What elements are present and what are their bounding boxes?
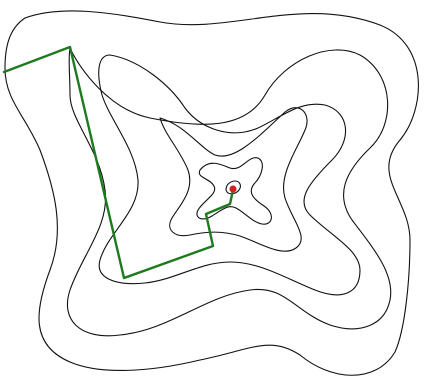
contour-line-3	[98, 54, 361, 296]
contour-lines	[4, 10, 419, 376]
contour-line-5	[196, 157, 272, 225]
contour-line-4	[159, 107, 308, 252]
contour-line-2	[66, 47, 392, 337]
contour-line-1	[4, 10, 419, 376]
route-path	[2, 45, 235, 280]
target-marker	[229, 185, 237, 193]
